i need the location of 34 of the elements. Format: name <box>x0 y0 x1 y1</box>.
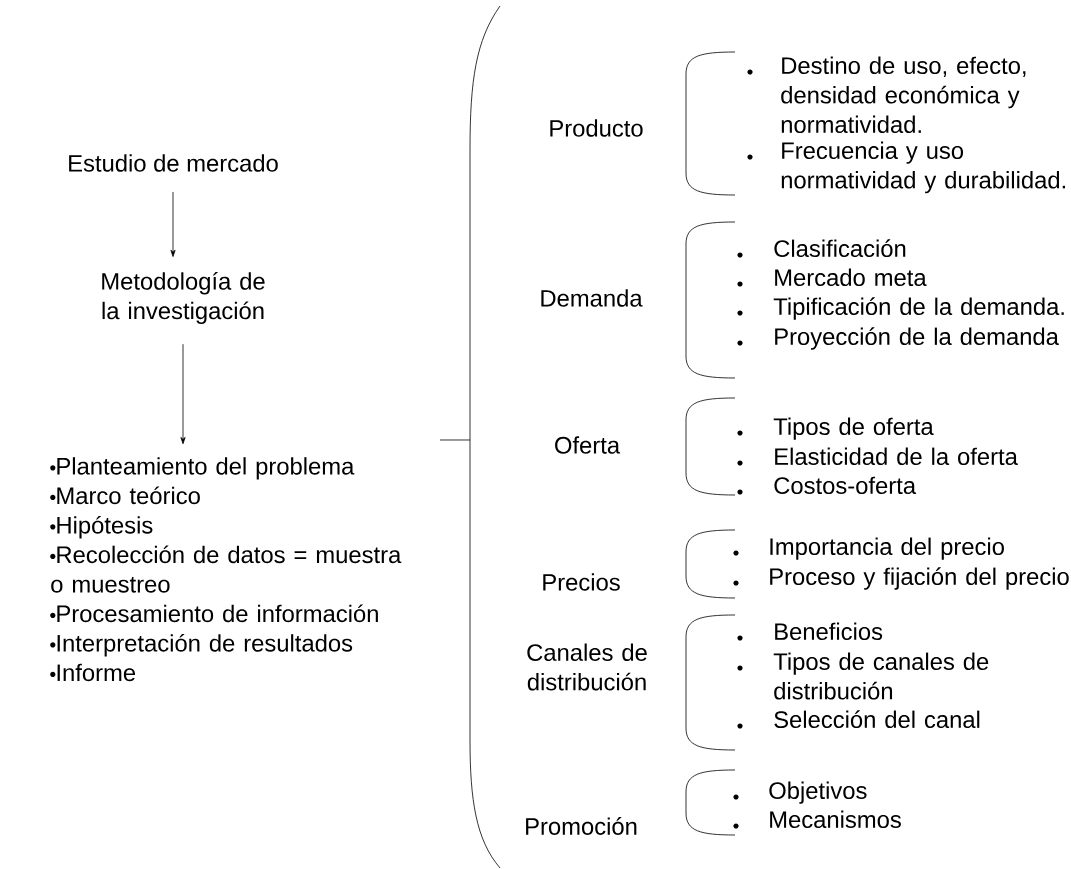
bullet-item: Clasificación <box>737 239 906 258</box>
step-label: Estudio de mercado <box>69 154 278 172</box>
category-label: Promoción <box>526 817 637 835</box>
node-label: Marco teórico <box>57 486 200 505</box>
bullet-item: Destino de uso, efecto, densidad económica y normatividad. <box>747 56 1026 134</box>
node-label: Hipótesis <box>57 515 153 539</box>
bullet-item: Tipificación de la demanda. <box>737 297 1064 320</box>
node-label: Recolección de datos = muestra o muestreo <box>51 545 402 593</box>
bullet-item: Proyección de la demanda <box>737 327 1059 350</box>
step-label: Metodología de la investigación <box>102 272 265 324</box>
bullet-item: Costos-oferta <box>737 476 917 495</box>
bullet-item: Importancia del precio <box>733 537 1004 560</box>
category-label: Demanda <box>541 289 643 307</box>
bullet-item: Tipos de canales de distribución <box>737 652 989 700</box>
bullet-item: Mecanismos <box>733 810 901 829</box>
bullet-item: Tipos de oferta <box>737 417 934 440</box>
node-label: Interpretación de resultados <box>57 633 353 657</box>
bullet-item: Elasticidad de la oferta <box>737 447 1018 466</box>
bullet-item: Objetivos <box>733 781 867 804</box>
node-label: Planteamiento del problema <box>57 457 355 480</box>
category-label: Oferta <box>555 436 621 454</box>
node-label: Procesamiento de información <box>57 604 378 623</box>
arrow <box>180 343 186 445</box>
bullet-item: Selección del canal <box>737 710 980 729</box>
category-label: Canales de distribución <box>527 643 647 691</box>
bullet-list: Planteamiento del problema Marco teórico Hipótesis Recolección de datos = muestra o muestreo Procesamiento de información Interpretación de resultados Informe <box>50 457 402 682</box>
arrow <box>170 191 176 257</box>
category-label: Precios <box>543 573 620 591</box>
node-label: Informe <box>57 663 136 682</box>
category-label: Producto <box>550 119 643 137</box>
bullet-item: Frecuencia y uso normatividad y durabilidad. <box>747 141 1066 194</box>
bullet-item: Proceso y fijación del precio <box>733 567 1069 590</box>
bullet-item: Beneficios <box>737 622 883 641</box>
bullet-item: Mercado meta <box>737 268 927 287</box>
